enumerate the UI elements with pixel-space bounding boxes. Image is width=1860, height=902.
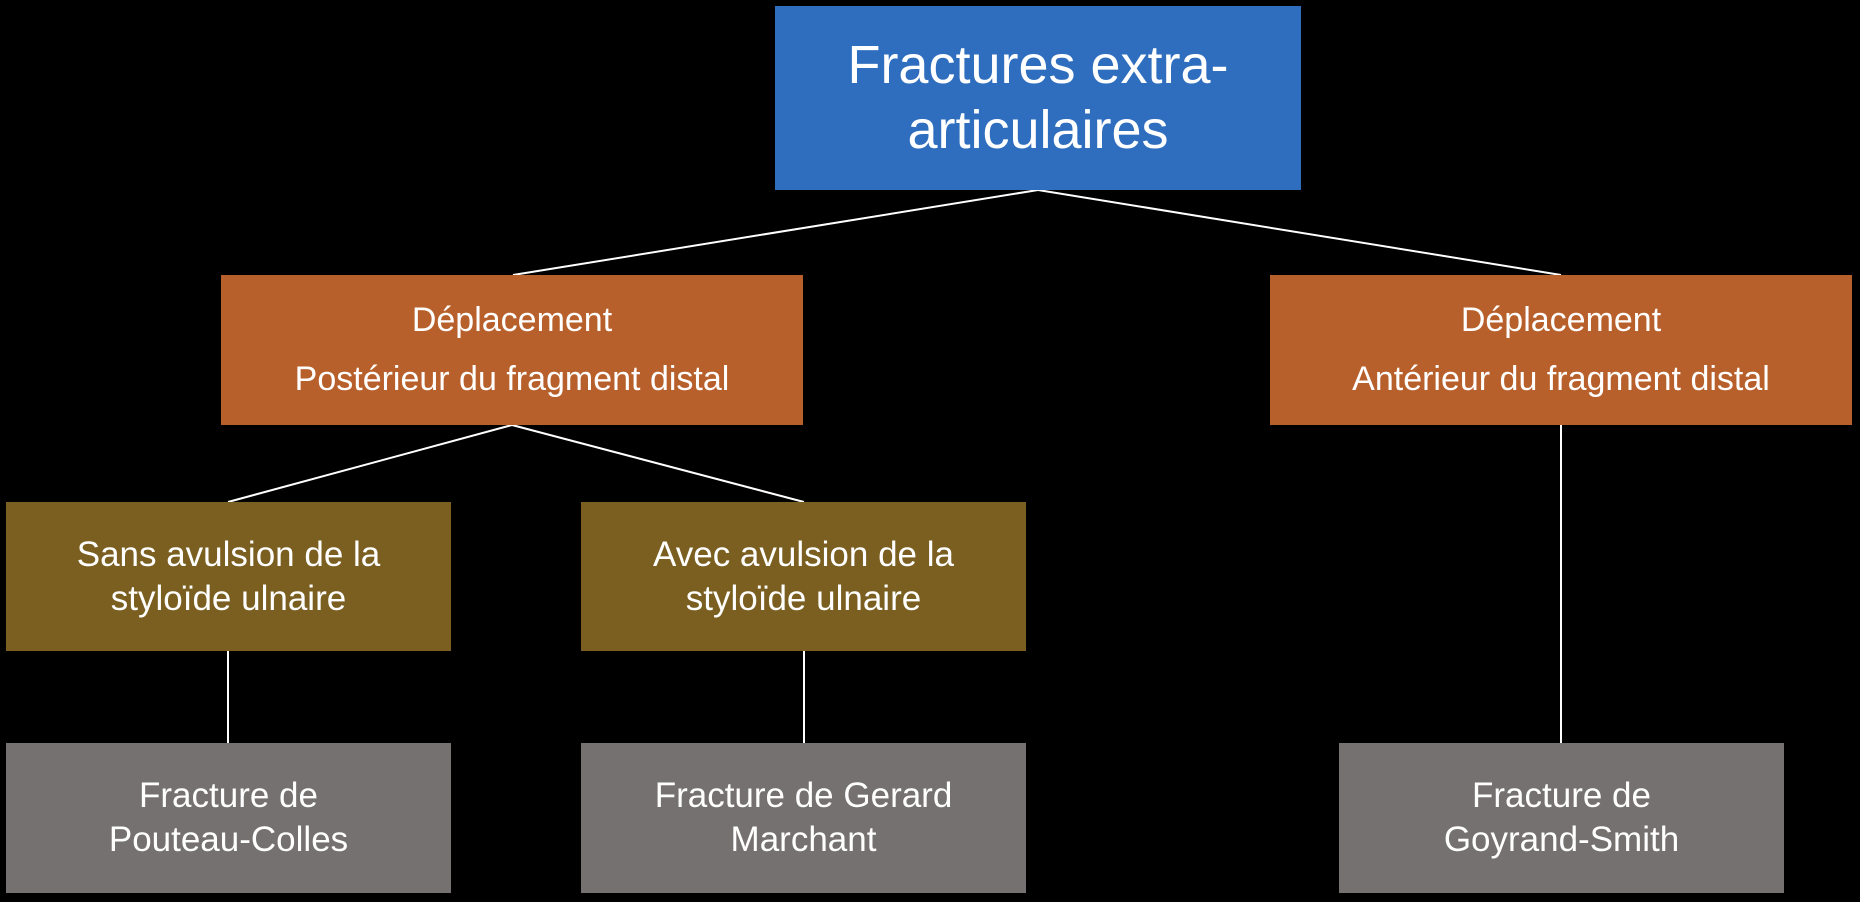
node-line1: Fracture de <box>139 776 318 816</box>
node-gerard-marchant: Fracture de Gerard Marchant <box>581 743 1026 893</box>
node-goyrand-smith: Fracture de Goyrand-Smith <box>1339 743 1784 893</box>
connector-root-left <box>512 189 1039 276</box>
connector-posterior-avec <box>511 424 805 503</box>
node-sans-avulsion: Sans avulsion de la styloïde ulnaire <box>6 502 451 651</box>
node-avec-avulsion: Avec avulsion de la styloïde ulnaire <box>581 502 1026 651</box>
node-line1: Déplacement <box>1460 300 1662 339</box>
root-node: Fractures extra- articulaires <box>775 6 1301 190</box>
node-anterior-displacement: Déplacement Antérieur du fragment distal <box>1270 275 1852 425</box>
connector-root-right <box>1037 189 1562 276</box>
node-line2: styloïde ulnaire <box>685 578 922 618</box>
root-line2: articulaires <box>907 100 1169 160</box>
node-line2: Goyrand-Smith <box>1443 820 1680 859</box>
root-line1: Fractures extra- <box>847 35 1229 96</box>
node-line1: Fracture de Gerard <box>654 776 953 816</box>
node-line1: Fracture de <box>1472 776 1651 816</box>
connector-posterior-sans <box>227 424 513 503</box>
node-line2: Marchant <box>730 820 877 859</box>
node-line2: Postérieur du fragment distal <box>294 360 730 398</box>
node-line2: Antérieur du fragment distal <box>1352 360 1770 398</box>
node-line2: styloïde ulnaire <box>110 578 347 618</box>
node-pouteau-colles: Fracture de Pouteau-Colles <box>6 743 451 893</box>
node-line1: Avec avulsion de la <box>653 534 954 574</box>
node-line1: Sans avulsion de la <box>76 534 381 574</box>
node-line1: Déplacement <box>411 300 613 339</box>
node-posterior-displacement: Déplacement Postérieur du fragment dista… <box>221 275 803 425</box>
node-line2: Pouteau-Colles <box>108 820 349 859</box>
